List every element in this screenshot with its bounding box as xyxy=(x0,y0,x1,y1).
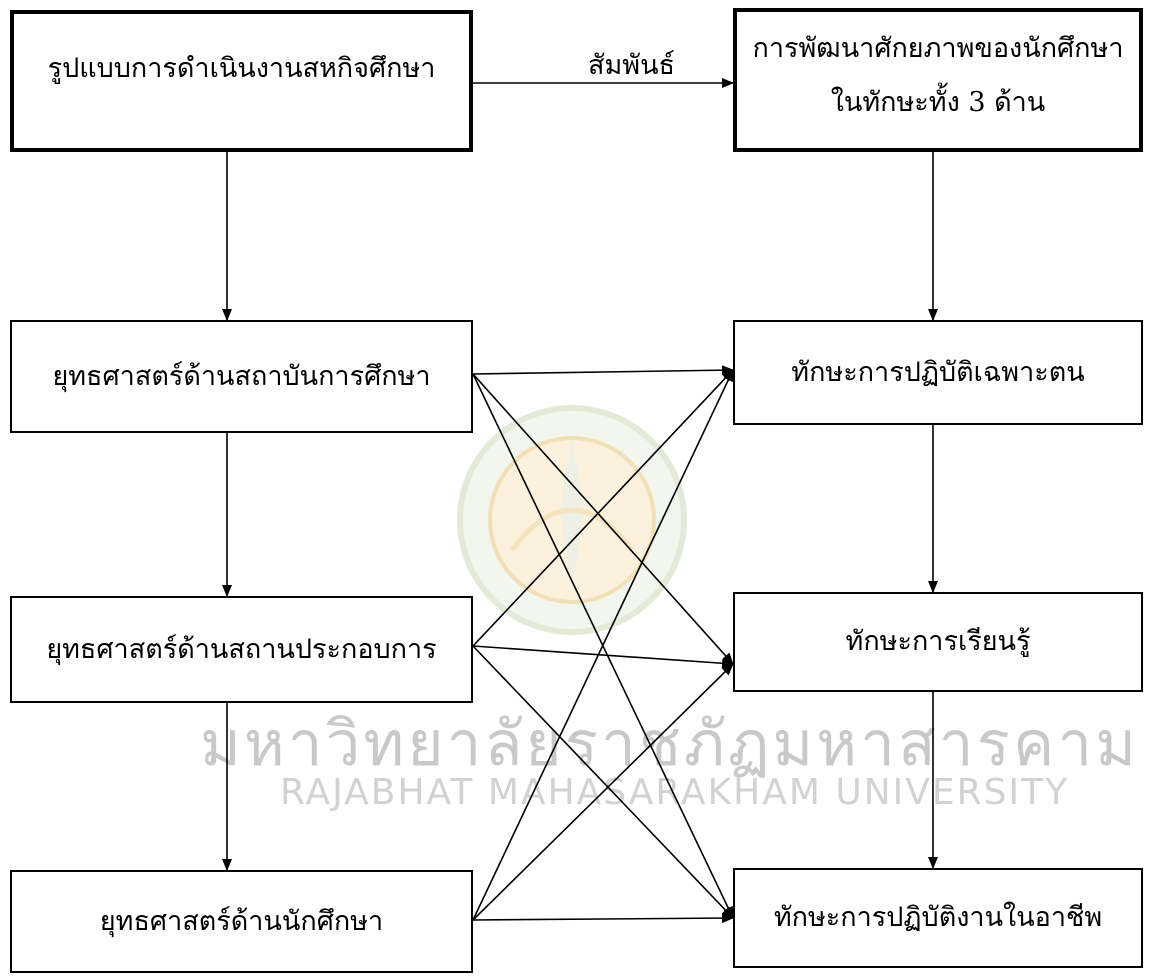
arrow-student-to-learning xyxy=(472,663,734,921)
box-student-strategy: ยุทธศาสตร์ด้านนักศึกษา xyxy=(10,870,473,973)
arrow-institution-to-learning xyxy=(472,373,734,665)
arrow-enterprise-to-career xyxy=(472,645,734,919)
box-label: รูปแบบการดำเนินงานสหกิจศึกษา xyxy=(47,53,436,84)
box-label-line-1: การพัฒนาศักยภาพของนักศึกษา xyxy=(752,33,1124,64)
relation-label: สัมพันธ์ xyxy=(588,50,676,81)
arrow-student-to-self xyxy=(472,369,734,921)
box-label: ทักษะการเรียนรู้ xyxy=(845,626,1031,657)
arrow-enterprise-to-self xyxy=(472,369,734,647)
box-career-practice-skill: ทักษะการปฏิบัติงานในอาชีพ xyxy=(733,868,1143,968)
box-label: ยุทธศาสตร์ด้านนักศึกษา xyxy=(99,905,384,937)
box-enterprise-strategy: ยุทธศาสตร์ด้านสถานประกอบการ xyxy=(10,596,473,703)
arrow-institution-to-self xyxy=(472,365,734,376)
arrow-student-to-career xyxy=(472,913,734,924)
arrow-enterprise-to-learning xyxy=(472,645,734,669)
box-label: ทักษะการปฏิบัติงานในอาชีพ xyxy=(773,902,1103,933)
box-label: ยุทธศาสตร์ด้านสถาบันการศึกษา xyxy=(52,360,431,392)
box-learning-skill: ทักษะการเรียนรู้ xyxy=(733,592,1143,692)
box-student-potential-development: การพัฒนาศักยภาพของนักศึกษา ในทักษะทั้ง 3… xyxy=(733,8,1143,152)
box-institution-strategy: ยุทธศาสตร์ด้านสถาบันการศึกษา xyxy=(10,320,473,433)
box-label: ยุทธศาสตร์ด้านสถานประกอบการ xyxy=(46,633,437,665)
box-cooperative-education-model: รูปแบบการดำเนินงานสหกิจศึกษา xyxy=(10,10,473,152)
watermark-thai-text: มหาวิทยาลัยราชภัฏมหาสารคาม xyxy=(200,707,1140,780)
box-self-practice-skill: ทักษะการปฏิบัติเฉพาะตน xyxy=(733,320,1143,425)
box-label-line-2: ในทักษะทั้ง 3 ด้าน xyxy=(830,87,1046,118)
box-label: ทักษะการปฏิบัติเฉพาะตน xyxy=(791,356,1085,388)
